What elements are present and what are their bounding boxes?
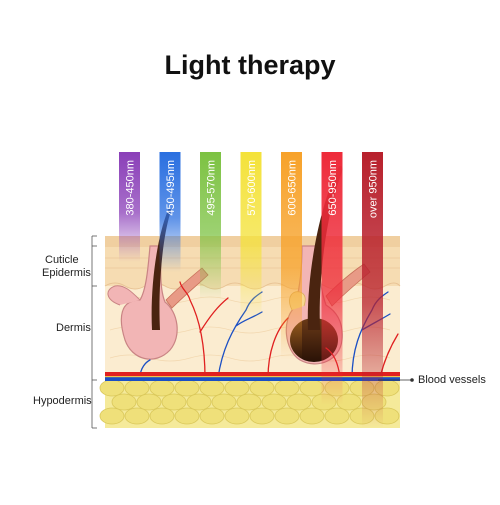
fat-cell xyxy=(274,379,300,397)
vein-main xyxy=(105,377,400,381)
light-band-label: over 950nm xyxy=(368,160,380,218)
fat-cell xyxy=(274,407,300,425)
fat-cell xyxy=(211,393,237,411)
fat-cell xyxy=(249,407,275,425)
light-band-label: 450-495nm xyxy=(165,160,177,216)
fat-cell xyxy=(111,393,137,411)
light-band-6 xyxy=(321,152,343,405)
fat-cell xyxy=(236,393,262,411)
light-band-label: 570-600nm xyxy=(246,160,258,216)
light-band-1 xyxy=(119,152,140,262)
layer-brackets xyxy=(91,235,97,429)
light-band-label: 380-450nm xyxy=(125,160,137,216)
label-cuticle: Cuticle xyxy=(45,254,79,266)
fat-cell xyxy=(324,407,350,425)
fat-cell xyxy=(249,379,275,397)
light-bands: 380-450nm 450-495nm 495-570nm 570-600nm 600-… xyxy=(119,152,383,428)
fat-cell xyxy=(199,379,225,397)
fat-cell xyxy=(174,407,200,425)
fat-cell xyxy=(261,393,287,411)
fat-cell xyxy=(299,407,325,425)
light-band-2 xyxy=(159,152,181,272)
fat-cell xyxy=(224,379,250,397)
fat-cell xyxy=(224,407,250,425)
light-band-label: 600-650nm xyxy=(287,160,299,216)
fat-cell xyxy=(149,379,175,397)
fat-cell xyxy=(99,379,125,397)
artery-main xyxy=(105,372,400,376)
light-band-3 xyxy=(200,152,221,300)
light-band-5 xyxy=(281,152,302,360)
fat-cell xyxy=(299,379,325,397)
label-blood-vessels: Blood vessels xyxy=(418,374,486,386)
label-epidermis: Epidermis xyxy=(42,267,91,279)
page-title: Light therapy xyxy=(164,50,336,80)
blood-vessels-dot xyxy=(410,378,414,382)
fat-cell xyxy=(174,379,200,397)
fat-cell xyxy=(136,393,162,411)
label-hypodermis: Hypodermis xyxy=(33,395,92,407)
watermark-id: 133074624 xyxy=(4,388,16,488)
fat-cell xyxy=(186,393,212,411)
fat-cell xyxy=(124,379,150,397)
left-hair-follicle xyxy=(107,207,178,360)
fat-cell xyxy=(99,407,125,425)
fat-cell xyxy=(286,393,312,411)
vessel-highlight xyxy=(105,376,400,378)
label-dermis: Dermis xyxy=(56,322,91,334)
light-band-7 xyxy=(362,152,383,428)
fat-cell xyxy=(149,407,175,425)
fat-cell xyxy=(199,407,225,425)
fat-cell xyxy=(161,393,187,411)
light-band-4 xyxy=(240,152,262,320)
fat-cell xyxy=(124,407,150,425)
light-band-label: 650-950nm xyxy=(327,160,339,216)
light-band-label: 495-570nm xyxy=(206,160,218,216)
